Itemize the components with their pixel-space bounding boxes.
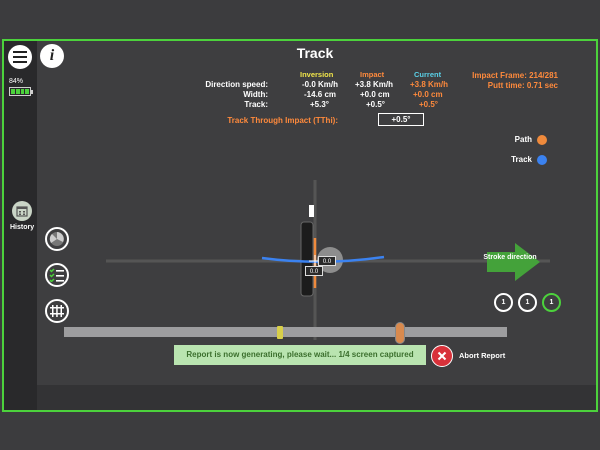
menu-icon: [13, 51, 27, 63]
tthi-label: Track Through Impact (TThi):: [227, 116, 338, 125]
putter-marker: [309, 205, 314, 217]
legend-path-dot: [537, 135, 547, 145]
stroke-direction-arrow: [487, 243, 540, 281]
status-message: Report is now generating, please wait...…: [174, 345, 426, 365]
readout-top: 0.0: [318, 256, 336, 266]
grid-view-button[interactable]: [45, 299, 69, 323]
page-title: Track: [296, 45, 334, 61]
checklist-icon: [49, 268, 64, 282]
history-label: History: [10, 224, 35, 231]
battery-icon: [9, 87, 33, 96]
row-label-width: Width:: [243, 90, 268, 99]
direction-speed-inversion: -0.0 Km/h: [302, 80, 339, 89]
track-inversion: +5.3°: [310, 100, 329, 109]
width-impact: +0.0 cm: [360, 90, 390, 99]
abort-report-label[interactable]: Abort Report: [459, 351, 506, 360]
putter-head: [300, 221, 314, 297]
view-angle-button[interactable]: [45, 227, 69, 251]
timeline-marker-inversion[interactable]: [277, 326, 283, 339]
row-label-direction-speed: Direction speed:: [205, 80, 268, 89]
info-icon: i: [49, 47, 55, 64]
track-current: +0.5°: [419, 100, 438, 109]
legend-track-label: Track: [511, 155, 532, 164]
track-impact: +0.5°: [366, 100, 385, 109]
readout-bottom: 0.0: [305, 266, 323, 276]
counter-3[interactable]: 1: [542, 293, 561, 312]
width-current: +0.0 cm: [413, 90, 443, 99]
close-icon: [437, 351, 447, 361]
timeline-playhead[interactable]: [395, 322, 405, 344]
calendar-icon: [16, 206, 28, 217]
history-button[interactable]: [12, 201, 32, 221]
legend-track-dot: [537, 155, 547, 165]
tthi-value: +0.5°: [378, 113, 424, 126]
row-label-track: Track:: [244, 100, 268, 109]
putt-time: Putt time: 0.71 sec: [487, 81, 558, 90]
info-button[interactable]: i: [40, 44, 64, 68]
pinwheel-icon: [49, 232, 64, 246]
width-inversion: -14.6 cm: [304, 90, 337, 99]
timeline-scrubber[interactable]: [64, 327, 507, 337]
menu-button[interactable]: [8, 45, 32, 69]
sidebar: 84% History: [4, 41, 37, 410]
legend-path-label: Path: [514, 135, 532, 144]
impact-frame: Impact Frame: 214/281: [472, 71, 558, 80]
column-inversion: Inversion: [300, 70, 334, 79]
rail-grid-icon: [50, 305, 64, 317]
direction-speed-impact: +3.8 Km/h: [355, 80, 394, 89]
checklist-button[interactable]: [45, 263, 69, 287]
direction-speed-current: +3.8 Km/h: [410, 80, 449, 89]
counter-1[interactable]: 1: [494, 293, 513, 312]
abort-report-button[interactable]: [431, 345, 453, 367]
counter-2[interactable]: 1: [518, 293, 537, 312]
column-current: Current: [414, 70, 442, 79]
battery-percent: 84%: [9, 78, 24, 85]
column-impact: Impact: [360, 70, 385, 79]
stroke-direction-label: Stroke direction: [483, 254, 537, 261]
